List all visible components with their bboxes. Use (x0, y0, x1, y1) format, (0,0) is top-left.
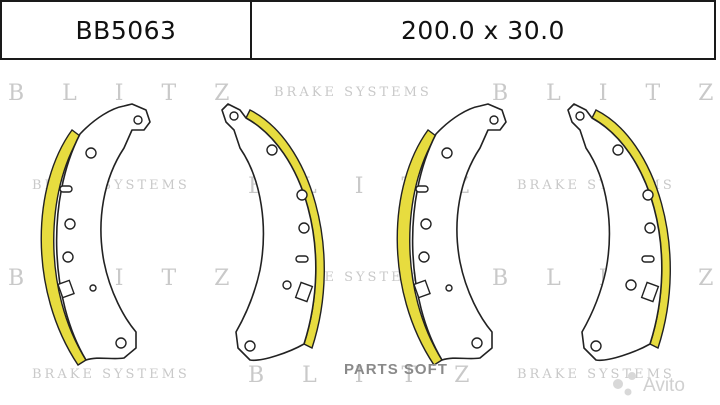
parts-soft-logo: PARTS SOFT (344, 361, 448, 378)
parts-soft-text: PARTS SOFT (344, 361, 448, 378)
rivet-hole (441, 147, 453, 159)
rivet-hole (642, 189, 654, 201)
adjuster-slot (640, 281, 660, 303)
shoe-web (221, 103, 317, 362)
adjuster-slot (413, 279, 431, 299)
watermark-brand: BLITZ (492, 81, 720, 106)
watermark-tagline: BRAKE SYSTEMS (274, 85, 432, 100)
rivet-hole (420, 218, 432, 230)
watermark-tagline: BRAKE SYSTEMS (32, 367, 190, 382)
spring-hole (133, 115, 143, 125)
rivet-hole (418, 251, 430, 263)
watermark-brand: BLITZ (8, 81, 267, 106)
rivet-hole (612, 144, 624, 156)
brake-shoe-right-1 (221, 103, 325, 362)
rivet-hole (471, 337, 483, 349)
rivet-hole (115, 337, 127, 349)
pin-hole (445, 284, 453, 292)
rivet-hole (266, 144, 278, 156)
rivet-hole (85, 147, 97, 159)
friction-lining (40, 129, 87, 366)
pin-hole (282, 280, 292, 290)
spring-hole (229, 111, 239, 121)
rivet-hole (590, 340, 602, 352)
adjuster-slot (294, 281, 314, 303)
spec-header: BB5063 200.0 x 30.0 (0, 0, 716, 60)
avito-dot-icon (624, 388, 632, 396)
avito-dot-icon (613, 379, 623, 389)
pin-hole (89, 284, 97, 292)
slot (641, 255, 655, 263)
avito-dot-icon (628, 372, 636, 380)
rivet-hole (298, 222, 310, 234)
watermark-brand: BLITZ (248, 363, 507, 388)
brake-shoe-left-1 (40, 103, 151, 366)
avito-text: Avito (643, 375, 685, 396)
brake-shoe-left-2 (396, 103, 507, 366)
rivet-hole (64, 218, 76, 230)
part-number: BB5063 (2, 2, 252, 58)
slot (295, 255, 309, 263)
shoe-web (567, 103, 663, 362)
adjuster-slot (57, 279, 75, 299)
dimensions: 200.0 x 30.0 (401, 15, 565, 45)
rivet-hole (244, 340, 256, 352)
slot (59, 185, 73, 193)
spring-hole (575, 111, 585, 121)
brake-shoe-right-2 (567, 103, 671, 362)
friction-lining (396, 129, 443, 366)
rivet-hole (296, 189, 308, 201)
pin-hole (625, 279, 637, 291)
rivet-hole (644, 222, 656, 234)
spring-hole (489, 115, 499, 125)
slot (415, 185, 429, 193)
avito-logo: Avito (613, 372, 685, 396)
rivet-hole (62, 251, 74, 263)
